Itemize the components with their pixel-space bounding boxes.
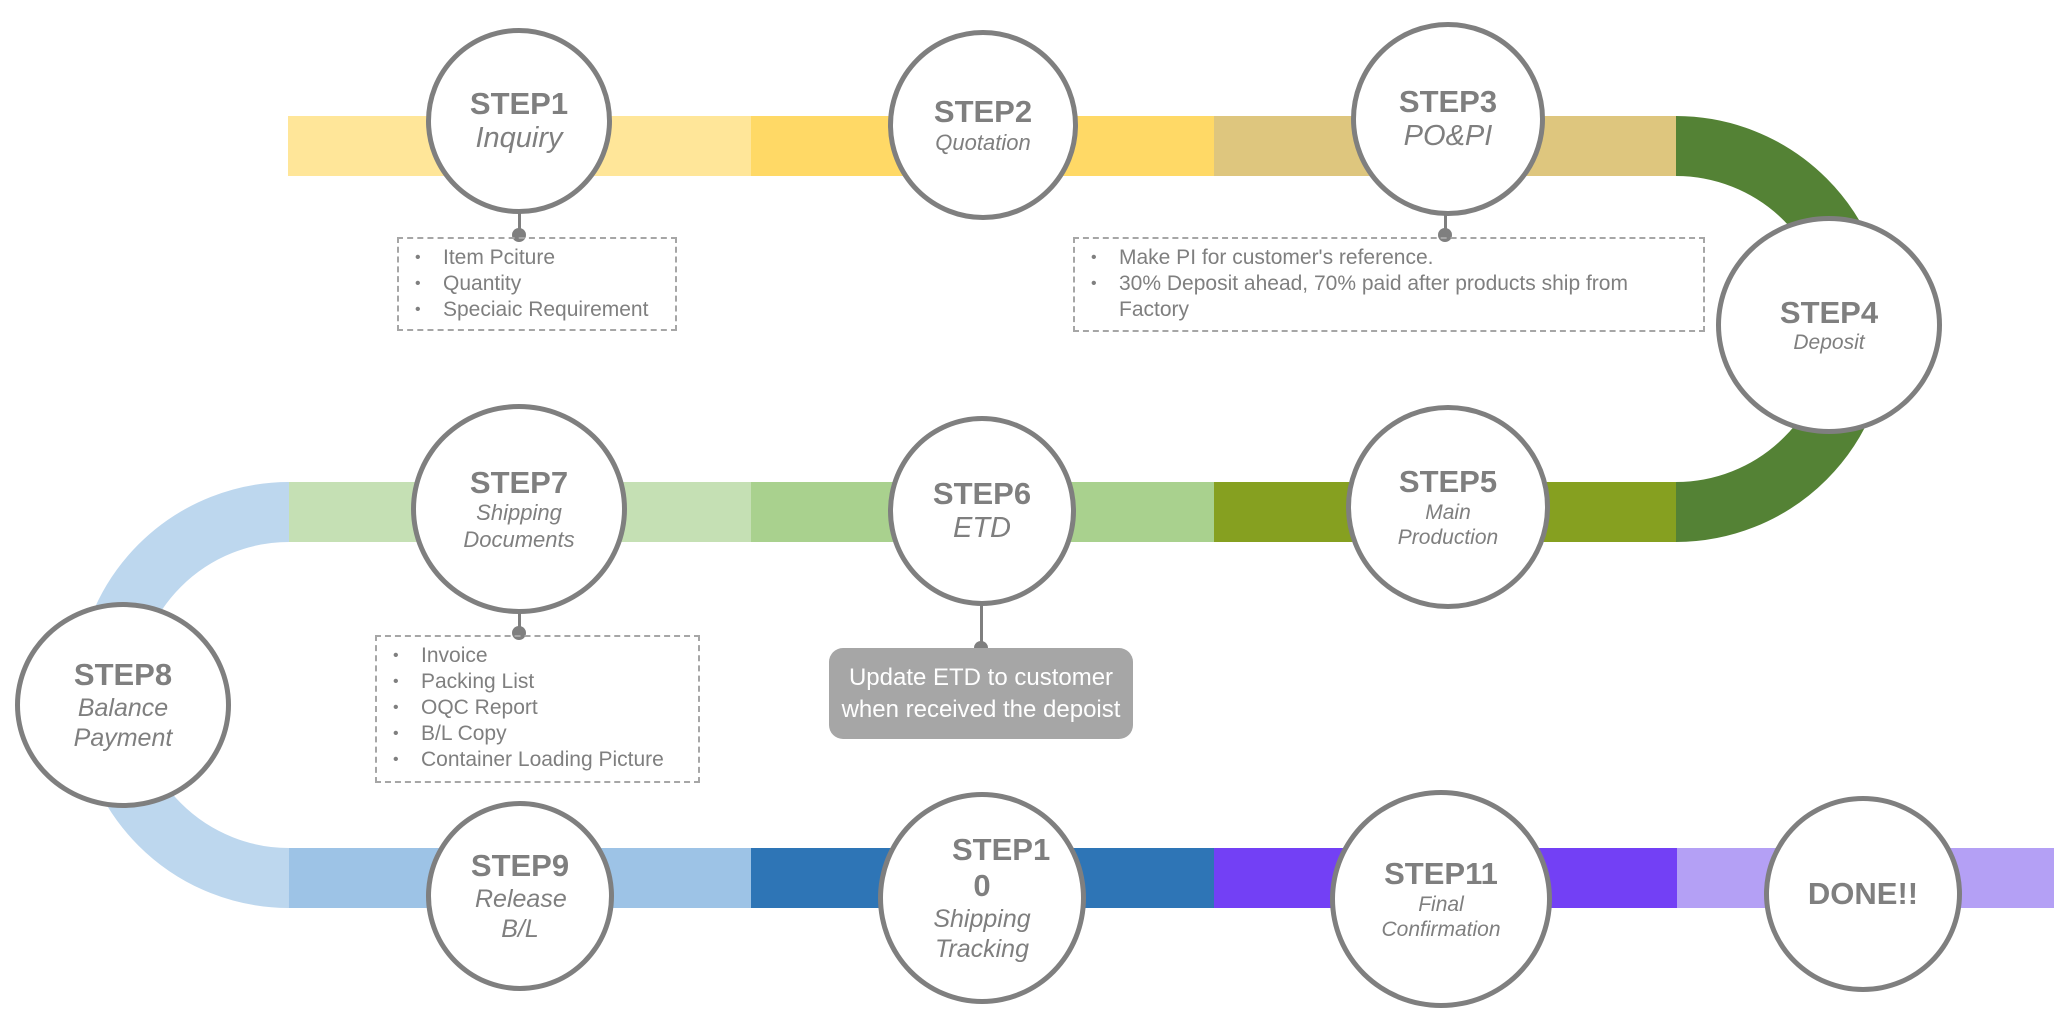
list-item: Speciaic Requirement xyxy=(413,297,665,323)
step8-circle: STEP8 Balance Payment xyxy=(15,602,231,808)
step2-label: Quotation xyxy=(935,129,1031,155)
step6-circle: STEP6 ETD xyxy=(888,416,1076,606)
step11-label: Final Confirmation xyxy=(1381,892,1501,941)
list-item: Make PI for customer's reference. xyxy=(1089,245,1693,271)
step2-circle: STEP2 Quotation xyxy=(888,30,1078,220)
step7-note: Invoice Packing List OQC Report B/L Copy… xyxy=(375,635,700,783)
step10-circle: STEP1 0 Shipping Tracking xyxy=(878,792,1086,1004)
step9-circle: STEP9 Release B/L xyxy=(426,801,614,991)
step11-circle: STEP11 Final Confirmation xyxy=(1330,790,1552,1008)
step2-number: STEP2 xyxy=(933,93,1033,129)
step9-label: Release B/L xyxy=(475,884,567,943)
step6-callout-text: Update ETD to customer when received the… xyxy=(841,663,1121,723)
step11-number: STEP11 xyxy=(1384,855,1498,891)
step6-connector xyxy=(980,602,983,648)
step8-label: Balance Payment xyxy=(73,693,173,752)
step8-number: STEP8 xyxy=(73,657,173,693)
step10-label: Shipping Tracking xyxy=(933,904,1031,963)
step5-label: Main Production xyxy=(1397,500,1499,549)
step3-circle: STEP3 PO&PI xyxy=(1351,22,1545,216)
step6-callout: Update ETD to customer when received the… xyxy=(829,648,1133,739)
list-item: Item Pciture xyxy=(413,245,665,271)
step4-circle: STEP4 Deposit xyxy=(1716,216,1942,434)
step7-connector xyxy=(518,610,521,632)
step6-label: ETD xyxy=(953,512,1011,545)
list-item: Container Loading Picture xyxy=(391,747,688,773)
step1-connector xyxy=(518,212,521,234)
list-item: Packing List xyxy=(391,669,688,695)
step1-note: Item Pciture Quantity Speciaic Requireme… xyxy=(397,237,677,331)
step7-number: STEP7 xyxy=(469,464,569,500)
list-item: OQC Report xyxy=(391,695,688,721)
step3-label: PO&PI xyxy=(1403,120,1493,153)
done-label: DONE!! xyxy=(1807,876,1919,912)
step3-number: STEP3 xyxy=(1398,83,1498,119)
step1-circle: STEP1 Inquiry xyxy=(426,28,612,214)
done-circle: DONE!! xyxy=(1764,796,1962,992)
list-item: Invoice xyxy=(391,643,688,669)
list-item: Quantity xyxy=(413,271,665,297)
list-item: B/L Copy xyxy=(391,721,688,747)
list-item: 30% Deposit ahead, 70% paid after produc… xyxy=(1089,271,1693,323)
step1-label: Inquiry xyxy=(475,122,563,155)
step10-number: STEP1 0 xyxy=(952,832,1051,903)
step9-number: STEP9 xyxy=(470,848,570,884)
step6-number: STEP6 xyxy=(932,475,1032,511)
step7-circle: STEP7 Shipping Documents xyxy=(411,404,627,614)
step1-number: STEP1 xyxy=(469,85,569,121)
step4-label: Deposit xyxy=(1793,331,1865,355)
step5-circle: STEP5 Main Production xyxy=(1346,405,1550,609)
step4-number: STEP4 xyxy=(1779,294,1879,330)
step3-note: Make PI for customer's reference. 30% De… xyxy=(1073,237,1705,332)
step7-label: Shipping Documents xyxy=(463,500,575,552)
step3-connector xyxy=(1444,214,1447,234)
step5-number: STEP5 xyxy=(1398,463,1498,499)
